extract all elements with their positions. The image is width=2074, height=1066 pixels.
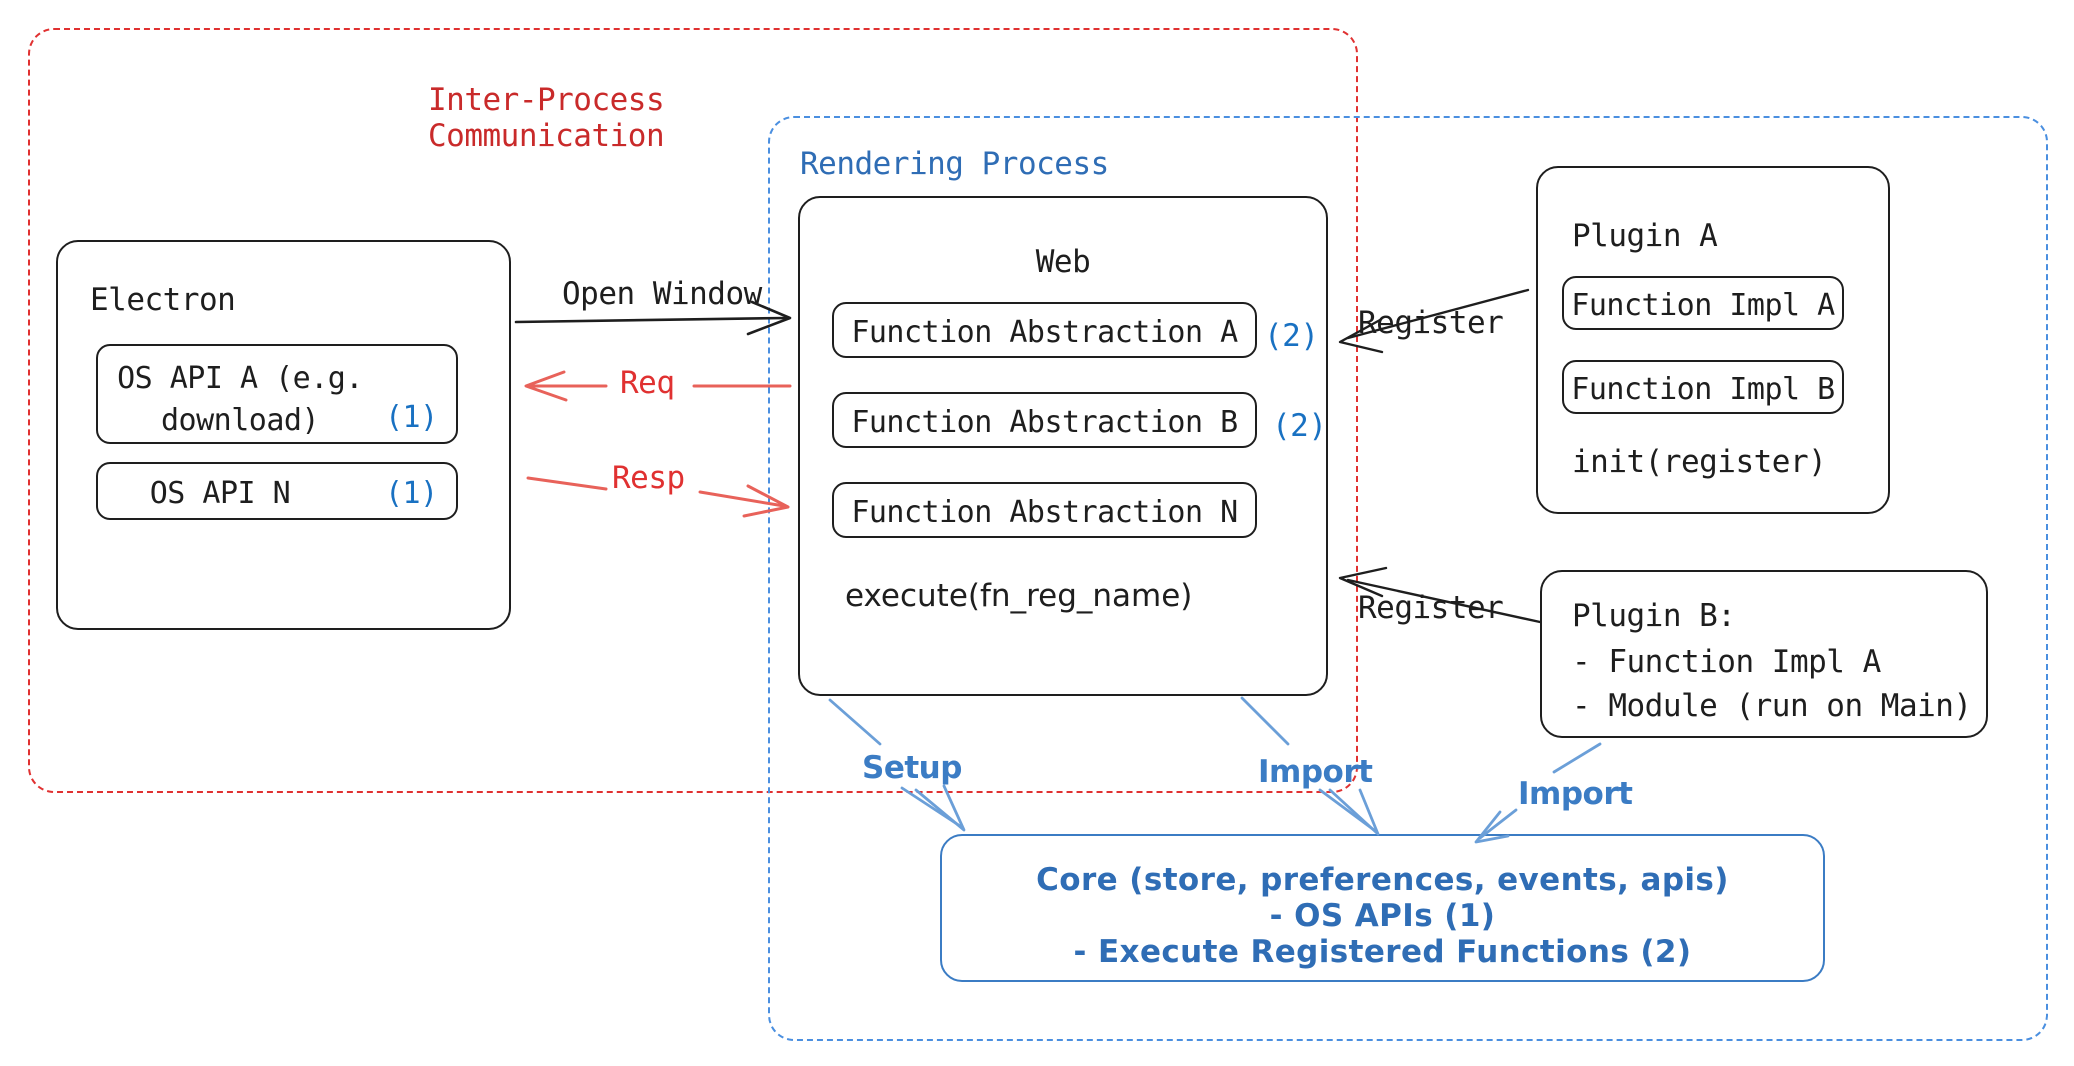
- function-abstraction-a-marker: (2): [1264, 318, 1319, 354]
- plugin-b-box[interactable]: [1540, 570, 1988, 738]
- web-title: Web: [1035, 244, 1091, 280]
- plugin-b-title: Plugin B:: [1572, 598, 1736, 634]
- plugin-b-line-2: - Module (run on Main): [1572, 688, 1972, 724]
- function-impl-b-box[interactable]: [1562, 360, 1844, 414]
- core-line-3: - Execute Registered Functions (2): [1073, 934, 1692, 970]
- edge-label-setup: Setup: [862, 750, 962, 786]
- function-abstraction-a-box[interactable]: [832, 302, 1257, 358]
- plugin-a-box[interactable]: [1536, 166, 1890, 514]
- os-api-a-label: OS API A (e.g. download): [117, 361, 363, 438]
- function-abstraction-b-marker: (2): [1272, 408, 1327, 444]
- boundary-inter-process-communication: [28, 28, 1358, 793]
- boundary-label-inter-process-communication: Inter-Process Communication: [428, 82, 665, 154]
- function-impl-b-label: Function Impl B: [1571, 372, 1835, 407]
- core-line-1: Core (store, preferences, events, apis): [1036, 862, 1729, 898]
- os-api-n-box[interactable]: [96, 462, 458, 520]
- core-box[interactable]: [940, 834, 1825, 982]
- boundary-rendering-process: [768, 116, 2048, 1041]
- web-execute-label: execute(fn_reg_name): [845, 578, 1193, 614]
- function-abstraction-a-label: Function Abstraction A: [851, 315, 1238, 350]
- os-api-n-label: OS API N: [149, 476, 291, 511]
- core-line-2: - OS APIs (1): [1269, 898, 1496, 934]
- function-abstraction-b-label: Function Abstraction B: [851, 405, 1238, 440]
- plugin-a-title: Plugin A: [1572, 218, 1718, 254]
- function-abstraction-n-label: Function Abstraction N: [851, 495, 1238, 530]
- function-impl-a-box[interactable]: [1562, 276, 1844, 330]
- boundary-label-rendering-process: Rendering Process: [800, 146, 1109, 182]
- plugin-a-init-label: init(register): [1572, 444, 1827, 480]
- os-api-n-marker: (1): [385, 476, 438, 511]
- edge-label-register-b: Register: [1358, 590, 1504, 626]
- edge-label-req: Req: [620, 365, 675, 401]
- electron-title: Electron: [90, 282, 236, 318]
- edge-label-import-plugin: Import: [1518, 776, 1633, 812]
- function-abstraction-n-box[interactable]: [832, 482, 1257, 538]
- os-api-a-box[interactable]: [96, 344, 458, 444]
- function-impl-a-label: Function Impl A: [1571, 288, 1835, 323]
- function-abstraction-b-box[interactable]: [832, 392, 1257, 448]
- electron-box[interactable]: [56, 240, 511, 630]
- os-api-a-marker: (1): [385, 400, 438, 435]
- web-box[interactable]: [798, 196, 1328, 696]
- edge-label-resp: Resp: [612, 460, 685, 496]
- edge-label-open-window: Open Window: [562, 276, 762, 312]
- edge-label-import-web: Import: [1258, 754, 1373, 790]
- plugin-b-line-1: - Function Impl A: [1572, 644, 1881, 680]
- edge-label-register-a: Register: [1358, 305, 1504, 341]
